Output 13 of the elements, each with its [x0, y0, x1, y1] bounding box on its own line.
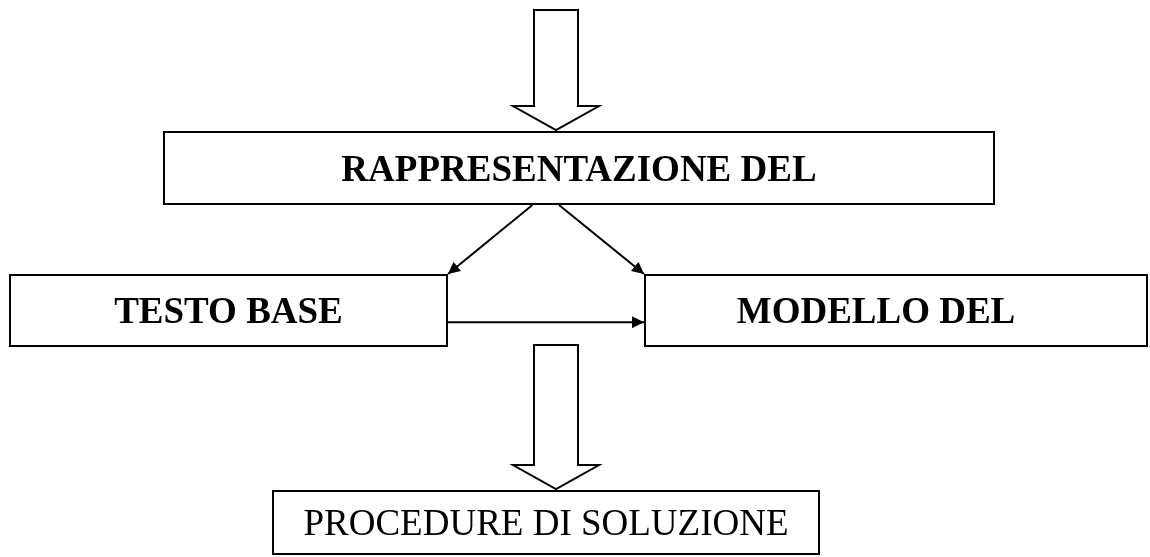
box-label: RAPPRESENTAZIONE DEL	[341, 146, 817, 190]
box-label: MODELLO DEL	[736, 289, 1016, 332]
block-arrow	[509, 9, 603, 132]
process-box	[9, 274, 448, 347]
process-box	[163, 131, 995, 205]
arrow	[447, 204, 534, 275]
process-box	[644, 274, 1148, 347]
box-label: PROCEDURE DI SOLUZIONE	[303, 501, 789, 544]
process-box	[272, 490, 820, 555]
arrow	[558, 204, 645, 275]
block-arrow	[509, 344, 603, 491]
box-label: TESTO BASE	[114, 289, 343, 332]
arrow	[447, 316, 645, 329]
